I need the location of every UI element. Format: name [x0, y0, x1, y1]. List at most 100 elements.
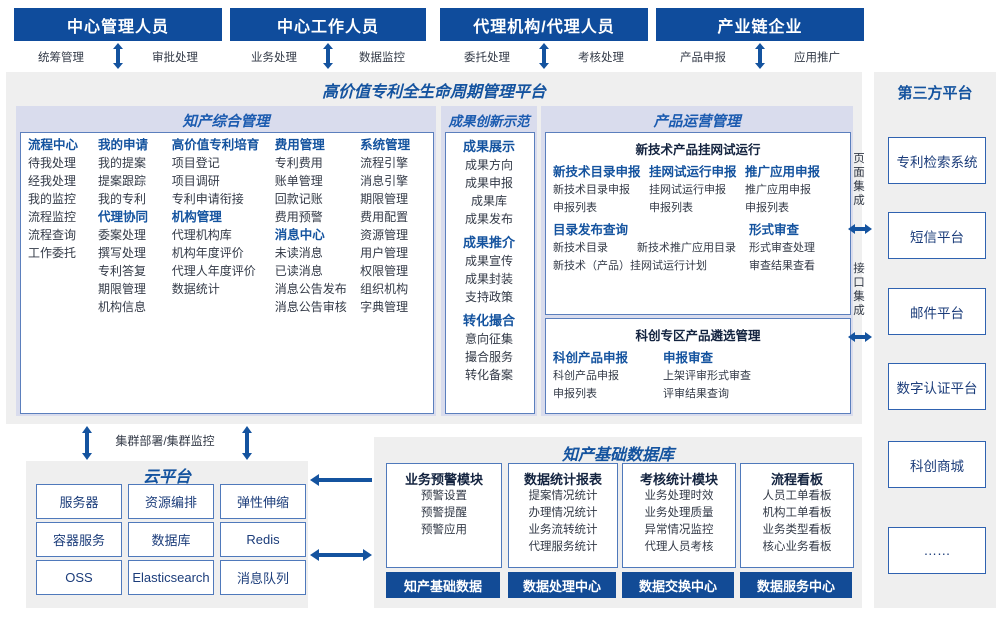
db-item-1-0[interactable]: 提案情况统计 [528, 490, 598, 502]
db-item-3-0[interactable]: 人员工单看板 [762, 490, 832, 502]
achv-item-2-1[interactable]: 撮合服务 [464, 350, 513, 364]
role-bar-3[interactable]: 产业链企业 [656, 8, 864, 41]
ip-item-3-1-2[interactable]: 消息公告发布 [274, 282, 347, 296]
db-head-2[interactable]: 考核统计模块 [639, 472, 718, 487]
achv-item-2-2[interactable]: 转化备案 [464, 368, 513, 382]
third-party-item-2[interactable]: 邮件平台 [888, 288, 986, 335]
ip-group-head-1-1[interactable]: 代理协同 [97, 210, 148, 224]
ip-item-1-0-2[interactable]: 我的专利 [97, 192, 146, 206]
ip-item-1-1-3[interactable]: 期限管理 [97, 282, 146, 296]
db-item-1-3[interactable]: 代理服务统计 [528, 541, 598, 553]
cloud-item-8[interactable]: 消息队列 [220, 560, 306, 595]
ip-item-0-0-5[interactable]: 工作委托 [28, 246, 77, 260]
ip-item-3-0-1[interactable]: 账单管理 [274, 174, 323, 188]
achv-item-1-2[interactable]: 支持政策 [464, 290, 513, 304]
ip-item-2-1-3[interactable]: 数据统计 [171, 282, 220, 296]
ip-item-2-0-0[interactable]: 项目登记 [171, 156, 220, 170]
db-item-2-3[interactable]: 代理人员考核 [644, 541, 714, 553]
role-bar-2[interactable]: 代理机构/代理人员 [440, 8, 648, 41]
achv-item-1-0[interactable]: 成果宣传 [464, 254, 513, 268]
ip-item-0-0-1[interactable]: 经我处理 [28, 174, 77, 188]
po-r1-item-2-1[interactable]: 申报列表 [745, 202, 789, 214]
ip-item-0-0-4[interactable]: 流程查询 [28, 228, 77, 242]
po-c2-head-0[interactable]: 科创产品申报 [553, 351, 629, 365]
achv-item-1-1[interactable]: 成果封装 [464, 272, 513, 286]
achv-head-0[interactable]: 成果展示 [462, 139, 515, 154]
ip-item-1-0-0[interactable]: 我的提案 [97, 156, 146, 170]
db-item-1-2[interactable]: 业务流转统计 [528, 524, 598, 536]
achv-item-2-0[interactable]: 意向征集 [464, 332, 513, 346]
db-footer-1[interactable]: 数据处理中心 [508, 572, 616, 598]
po-c2-item-0-1[interactable]: 申报列表 [553, 388, 597, 400]
achv-item-0-0[interactable]: 成果方向 [464, 158, 513, 172]
ip-item-2-0-2[interactable]: 专利申请衔接 [171, 192, 244, 206]
cloud-item-3[interactable]: 容器服务 [36, 522, 122, 557]
po-r1-item-0-1[interactable]: 申报列表 [553, 202, 597, 214]
db-item-2-1[interactable]: 业务处理质量 [644, 507, 714, 519]
ip-item-1-0-1[interactable]: 提案跟踪 [97, 174, 146, 188]
ip-item-2-1-2[interactable]: 代理人年度评价 [171, 264, 256, 278]
third-party-item-3[interactable]: 数字认证平台 [888, 363, 986, 410]
po-r1-item-2-0[interactable]: 推广应用申报 [745, 184, 811, 196]
db-footer-0[interactable]: 知产基础数据 [386, 572, 500, 598]
ip-item-4-0-2[interactable]: 期限管理 [360, 192, 409, 206]
po-r1-head-0[interactable]: 新技术目录申报 [553, 165, 641, 179]
ip-group-head-2-1[interactable]: 机构管理 [171, 210, 222, 224]
ip-item-1-1-4[interactable]: 机构信息 [97, 300, 146, 314]
cloud-item-4[interactable]: 数据库 [128, 522, 214, 557]
po-r2-item-0[interactable]: 形式审查处理 [749, 242, 815, 254]
role-bar-0[interactable]: 中心管理人员 [14, 8, 222, 41]
ip-item-2-1-1[interactable]: 机构年度评价 [171, 246, 244, 260]
po-c2-item-0-0[interactable]: 科创产品申报 [553, 370, 619, 382]
db-footer-2[interactable]: 数据交换中心 [622, 572, 734, 598]
achv-head-2[interactable]: 转化撮合 [462, 313, 515, 328]
cloud-item-2[interactable]: 弹性伸缩 [220, 484, 306, 519]
third-party-item-5[interactable]: …… [888, 527, 986, 574]
db-footer-3[interactable]: 数据服务中心 [740, 572, 852, 598]
db-item-2-2[interactable]: 异常情况监控 [644, 524, 714, 536]
po-c2-item-1-0[interactable]: 上架评审形式审查 [663, 370, 751, 382]
ip-item-0-0-3[interactable]: 流程监控 [28, 210, 77, 224]
ip-group-head-0-0[interactable]: 流程中心 [28, 138, 79, 152]
po-c2-item-1-1[interactable]: 评审结果查询 [663, 388, 729, 400]
ip-item-2-1-0[interactable]: 代理机构库 [171, 228, 232, 242]
po-c2-head-1[interactable]: 申报审查 [663, 351, 714, 365]
db-head-0[interactable]: 业务预警模块 [404, 472, 483, 487]
third-party-item-4[interactable]: 科创商城 [888, 441, 986, 488]
ip-item-2-0-1[interactable]: 项目调研 [171, 174, 220, 188]
ip-item-3-0-2[interactable]: 回款记账 [274, 192, 323, 206]
achv-item-0-1[interactable]: 成果申报 [464, 176, 513, 190]
db-item-0-2[interactable]: 预警应用 [421, 524, 467, 536]
db-item-0-0[interactable]: 预警设置 [421, 490, 467, 502]
cloud-item-1[interactable]: 资源编排 [128, 484, 214, 519]
ip-item-1-1-0[interactable]: 委案处理 [97, 228, 146, 242]
cloud-item-0[interactable]: 服务器 [36, 484, 122, 519]
achv-item-0-2[interactable]: 成果库 [470, 194, 507, 208]
po-r2-item-1[interactable]: 审查结果查看 [749, 260, 815, 272]
po-l2-item-2[interactable]: 新技术（产品）挂网试运行计划 [553, 260, 707, 272]
db-item-2-0[interactable]: 业务处理时效 [644, 490, 714, 502]
db-item-3-2[interactable]: 业务类型看板 [762, 524, 832, 536]
ip-item-4-0-3[interactable]: 费用配置 [360, 210, 409, 224]
achv-head-1[interactable]: 成果推介 [462, 235, 515, 250]
ip-group-head-3-1[interactable]: 消息中心 [274, 228, 325, 242]
po-r1-item-1-0[interactable]: 挂网试运行申报 [649, 184, 726, 196]
ip-item-3-1-0[interactable]: 未读消息 [274, 246, 323, 260]
ip-item-4-0-7[interactable]: 组织机构 [360, 282, 409, 296]
ip-group-head-4-0[interactable]: 系统管理 [360, 138, 411, 152]
ip-group-head-3-0[interactable]: 费用管理 [274, 138, 325, 152]
po-r1-item-1-1[interactable]: 申报列表 [649, 202, 693, 214]
db-head-1[interactable]: 数据统计报表 [523, 472, 602, 487]
ip-item-0-0-2[interactable]: 我的监控 [28, 192, 77, 206]
ip-item-1-1-1[interactable]: 撰写处理 [97, 246, 146, 260]
ip-item-0-0-0[interactable]: 待我处理 [28, 156, 77, 170]
ip-group-head-2-0[interactable]: 高价值专利培育 [171, 138, 260, 152]
po-r1-item-0-0[interactable]: 新技术目录申报 [553, 184, 630, 196]
ip-item-4-0-8[interactable]: 字典管理 [360, 300, 409, 314]
ip-item-4-0-6[interactable]: 权限管理 [360, 264, 409, 278]
third-party-item-1[interactable]: 短信平台 [888, 212, 986, 259]
po-l2-item-1[interactable]: 新技术推广应用目录 [637, 242, 736, 254]
db-item-3-1[interactable]: 机构工单看板 [762, 507, 832, 519]
db-item-3-3[interactable]: 核心业务看板 [762, 541, 832, 553]
achv-item-0-3[interactable]: 成果发布 [464, 212, 513, 226]
